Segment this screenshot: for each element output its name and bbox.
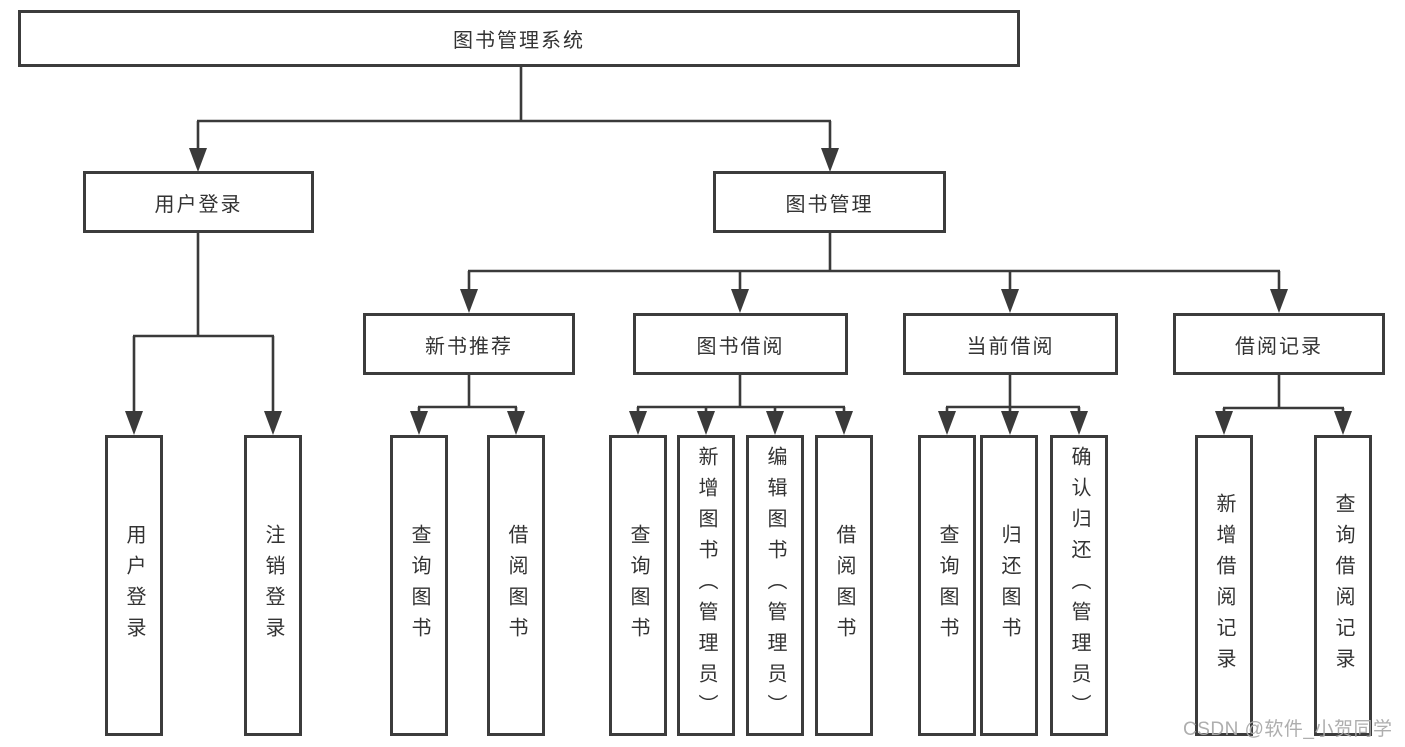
leaf-add-books-admin-label: 新增图书（管理员） xyxy=(695,446,717,725)
connector-bookmgmt-to-level2 xyxy=(467,233,1281,297)
leaf-add-borrow-record: 新增借阅记录 xyxy=(1195,435,1253,736)
node-book-borrow: 图书借阅 xyxy=(633,313,848,375)
leaf-query-books-borrow: 查询图书 xyxy=(609,435,667,736)
arrowhead-icon xyxy=(697,411,715,435)
leaf-logout-label: 注销登录 xyxy=(262,523,284,648)
node-user-login-label: 用户登录 xyxy=(154,193,243,216)
leaf-query-books-borrow-label: 查询图书 xyxy=(627,523,649,648)
arrowhead-icon xyxy=(1070,411,1088,435)
leaf-return-books: 归还图书 xyxy=(980,435,1038,736)
node-current-borrow: 当前借阅 xyxy=(903,313,1118,375)
connector-userlogin-to-leaves xyxy=(132,233,275,418)
arrowhead-icon xyxy=(1001,411,1019,435)
node-book-borrow-label: 图书借阅 xyxy=(696,335,785,358)
arrowhead-icon xyxy=(1334,411,1352,435)
connector-root-to-level1 xyxy=(196,67,832,155)
leaf-query-books-current: 查询图书 xyxy=(918,435,976,736)
node-book-management: 图书管理 xyxy=(713,171,946,233)
leaf-return-books-label: 归还图书 xyxy=(998,523,1020,648)
arrowhead-icon xyxy=(731,289,749,313)
node-root: 图书管理系统 xyxy=(18,10,1020,67)
arrowhead-icon xyxy=(938,411,956,435)
arrowhead-icon xyxy=(189,148,207,172)
leaf-borrow-books: 借阅图书 xyxy=(815,435,873,736)
leaf-query-borrow-record-label: 查询借阅记录 xyxy=(1332,492,1354,679)
leaf-edit-books-admin: 编辑图书（管理员） xyxy=(746,435,804,736)
node-new-book-recommend: 新书推荐 xyxy=(363,313,575,375)
leaf-logout: 注销登录 xyxy=(244,435,302,736)
connector-borrow-to-leaves xyxy=(636,375,846,419)
arrowhead-icon xyxy=(410,411,428,435)
node-user-login: 用户登录 xyxy=(83,171,314,233)
leaf-edit-books-admin-label: 编辑图书（管理员） xyxy=(764,446,786,725)
leaf-borrow-books-recommend: 借阅图书 xyxy=(487,435,545,736)
leaf-user-login-label: 用户登录 xyxy=(123,523,145,648)
node-book-management-label: 图书管理 xyxy=(785,193,874,216)
arrowhead-icon xyxy=(125,411,143,435)
node-current-borrow-label: 当前借阅 xyxy=(966,335,1055,358)
arrowhead-icon xyxy=(766,411,784,435)
connector-records-to-leaves xyxy=(1222,375,1345,419)
arrowhead-icon xyxy=(1215,411,1233,435)
leaf-confirm-return-admin-label: 确认归还（管理员） xyxy=(1068,446,1090,725)
arrowhead-icon xyxy=(1001,289,1019,313)
leaf-add-books-admin: 新增图书（管理员） xyxy=(677,435,735,736)
arrowhead-icon xyxy=(821,148,839,172)
node-borrow-records: 借阅记录 xyxy=(1173,313,1385,375)
arrowhead-icon xyxy=(835,411,853,435)
leaf-query-borrow-record: 查询借阅记录 xyxy=(1314,435,1372,736)
csdn-watermark: CSDN @软件_小贺同学 xyxy=(1183,719,1393,740)
node-borrow-records-label: 借阅记录 xyxy=(1235,335,1323,358)
leaf-user-login: 用户登录 xyxy=(105,435,163,736)
arrowhead-icon xyxy=(264,411,282,435)
arrowhead-icon xyxy=(1270,289,1288,313)
leaf-query-books-recommend-label: 查询图书 xyxy=(408,523,430,648)
leaf-confirm-return-admin: 确认归还（管理员） xyxy=(1050,435,1108,736)
leaf-query-books-recommend: 查询图书 xyxy=(390,435,448,736)
connector-newbook-to-leaves xyxy=(417,375,518,419)
leaf-query-books-current-label: 查询图书 xyxy=(936,523,958,648)
arrowhead-icon xyxy=(629,411,647,435)
arrowhead-icon xyxy=(460,289,478,313)
arrowhead-icon xyxy=(507,411,525,435)
leaf-borrow-books-label: 借阅图书 xyxy=(833,523,855,648)
node-new-book-recommend-label: 新书推荐 xyxy=(425,335,513,358)
leaf-borrow-books-recommend-label: 借阅图书 xyxy=(505,523,527,648)
leaf-add-borrow-record-label: 新增借阅记录 xyxy=(1213,492,1235,679)
node-root-label: 图书管理系统 xyxy=(453,30,585,52)
